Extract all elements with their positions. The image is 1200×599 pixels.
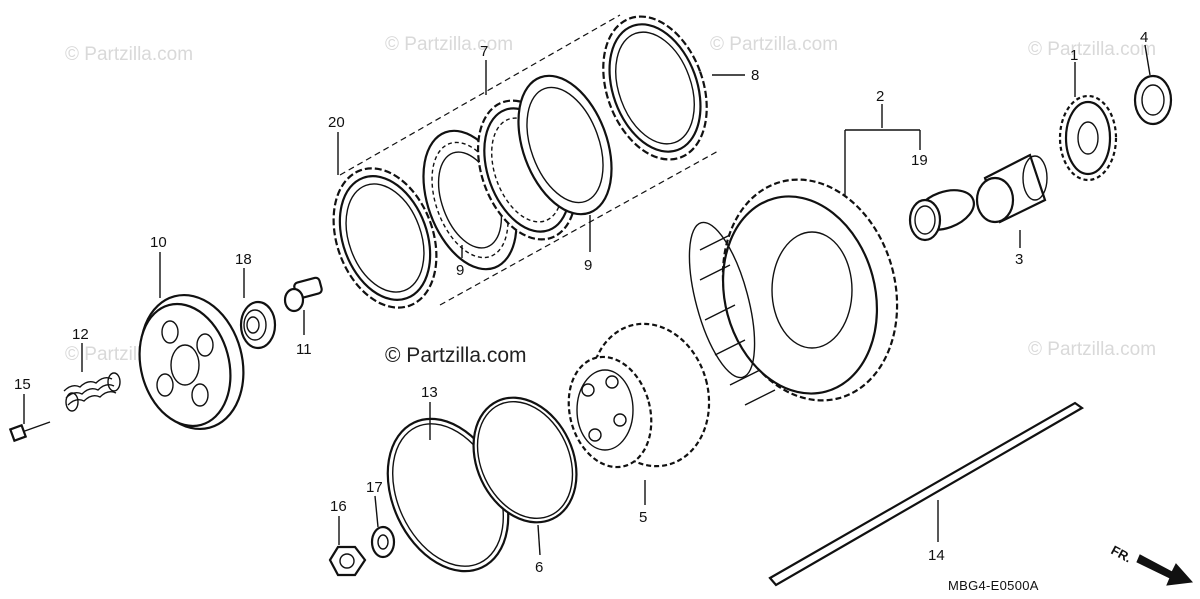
alignment-lines [339, 14, 721, 306]
callout-4: 4 [1140, 29, 1148, 46]
callout-7: 7 [480, 43, 488, 60]
watermark: © Partzilla.com [65, 44, 193, 65]
callout-20: 20 [328, 114, 345, 131]
callout-14: 14 [928, 547, 945, 564]
callout-19: 19 [911, 152, 928, 169]
part-10-pressure-plate [138, 293, 245, 431]
callout-11: 11 [296, 341, 312, 358]
watermark-center: © Partzilla.com [385, 344, 527, 367]
part-19-needle-bearing [908, 189, 975, 242]
callout-13: 13 [421, 384, 438, 401]
part-6-o-ring-inner [476, 400, 574, 520]
part-18-bearing [239, 300, 277, 350]
part-12-spring [63, 372, 121, 412]
part-16-lock-nut [328, 545, 367, 577]
part-2-clutch-outer [688, 178, 899, 406]
watermark-group: © Partzilla.com © Partzilla.com © Partzi… [65, 34, 1156, 367]
callout-10: 10 [150, 234, 167, 251]
callout-8: 8 [751, 67, 759, 84]
front-direction-indicator: FR. [1109, 542, 1194, 586]
direction-label: FR. [1109, 542, 1135, 565]
diagram-reference-code: MBG4-E0500A [948, 578, 1039, 593]
callout-6: 6 [535, 559, 543, 576]
part-8-friction-disc [602, 15, 708, 161]
callout-1: 1 [1070, 47, 1078, 64]
watermark: © Partzilla.com [385, 34, 513, 55]
part-15-bolt [8, 421, 51, 443]
part-1-sprocket [1058, 94, 1118, 182]
watermark: © Partzilla.com [1028, 39, 1156, 60]
part-6-o-ring [472, 396, 578, 524]
part-11-lifter-pin [283, 276, 323, 313]
part-4-seal [1133, 74, 1173, 126]
callout-17: 17 [366, 479, 383, 496]
callout-2: 2 [876, 88, 884, 105]
callout-3: 3 [1015, 251, 1023, 268]
part-5-clutch-center [567, 322, 711, 469]
callout-16: 16 [330, 498, 347, 515]
callout-labels: 1 2 3 4 5 6 7 8 9 9 10 11 12 13 14 15 16… [14, 29, 1148, 576]
part-14-push-rod [768, 401, 1085, 587]
callout-15: 15 [14, 376, 31, 393]
front-arrow-icon [1136, 554, 1194, 586]
part-3-collar [975, 153, 1048, 224]
part-9-clutch-plate-right [517, 74, 613, 216]
callout-12: 12 [72, 326, 89, 343]
callout-5: 5 [639, 509, 647, 526]
part-20-friction-disc [332, 167, 438, 309]
watermark: © Partzilla.com [1028, 339, 1156, 360]
part-17-washer [370, 525, 396, 559]
callout-9-left: 9 [456, 262, 464, 279]
callout-18: 18 [235, 251, 252, 268]
leader-lines [23, 44, 1151, 556]
callout-9-right: 9 [584, 257, 592, 274]
watermark: © Partzilla.com [710, 34, 838, 55]
